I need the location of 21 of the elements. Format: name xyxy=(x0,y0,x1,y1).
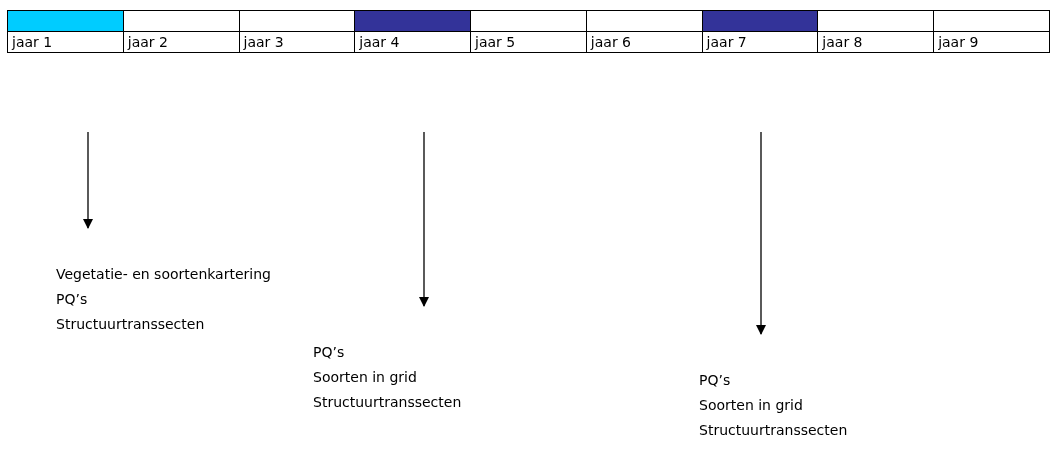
note-text: PQ’s xyxy=(56,290,89,309)
arrow xyxy=(83,131,93,229)
year-cell: jaar 8 xyxy=(817,31,934,53)
year-cell: jaar 7 xyxy=(702,31,818,53)
note-text: Structuurtranssecten xyxy=(313,393,463,412)
year-cell: jaar 1 xyxy=(7,31,124,53)
year-cell: jaar 4 xyxy=(354,31,471,53)
year-cell: jaar 5 xyxy=(470,31,587,53)
note-text: Soorten in grid xyxy=(699,396,804,415)
note-text: Vegetatie- en soortenkartering xyxy=(56,265,272,284)
year-cell: jaar 2 xyxy=(123,31,240,53)
note-text: PQ’s xyxy=(699,371,732,390)
note-text: PQ’s xyxy=(313,343,346,362)
note-text: Soorten in grid xyxy=(313,368,418,387)
arrow xyxy=(756,131,766,335)
arrow xyxy=(419,131,429,307)
note-text: Structuurtranssecten xyxy=(699,421,849,440)
note-text: Structuurtranssecten xyxy=(56,315,206,334)
year-cell: jaar 6 xyxy=(586,31,703,53)
year-cell: jaar 9 xyxy=(933,31,1050,53)
year-cell: jaar 3 xyxy=(239,31,355,53)
